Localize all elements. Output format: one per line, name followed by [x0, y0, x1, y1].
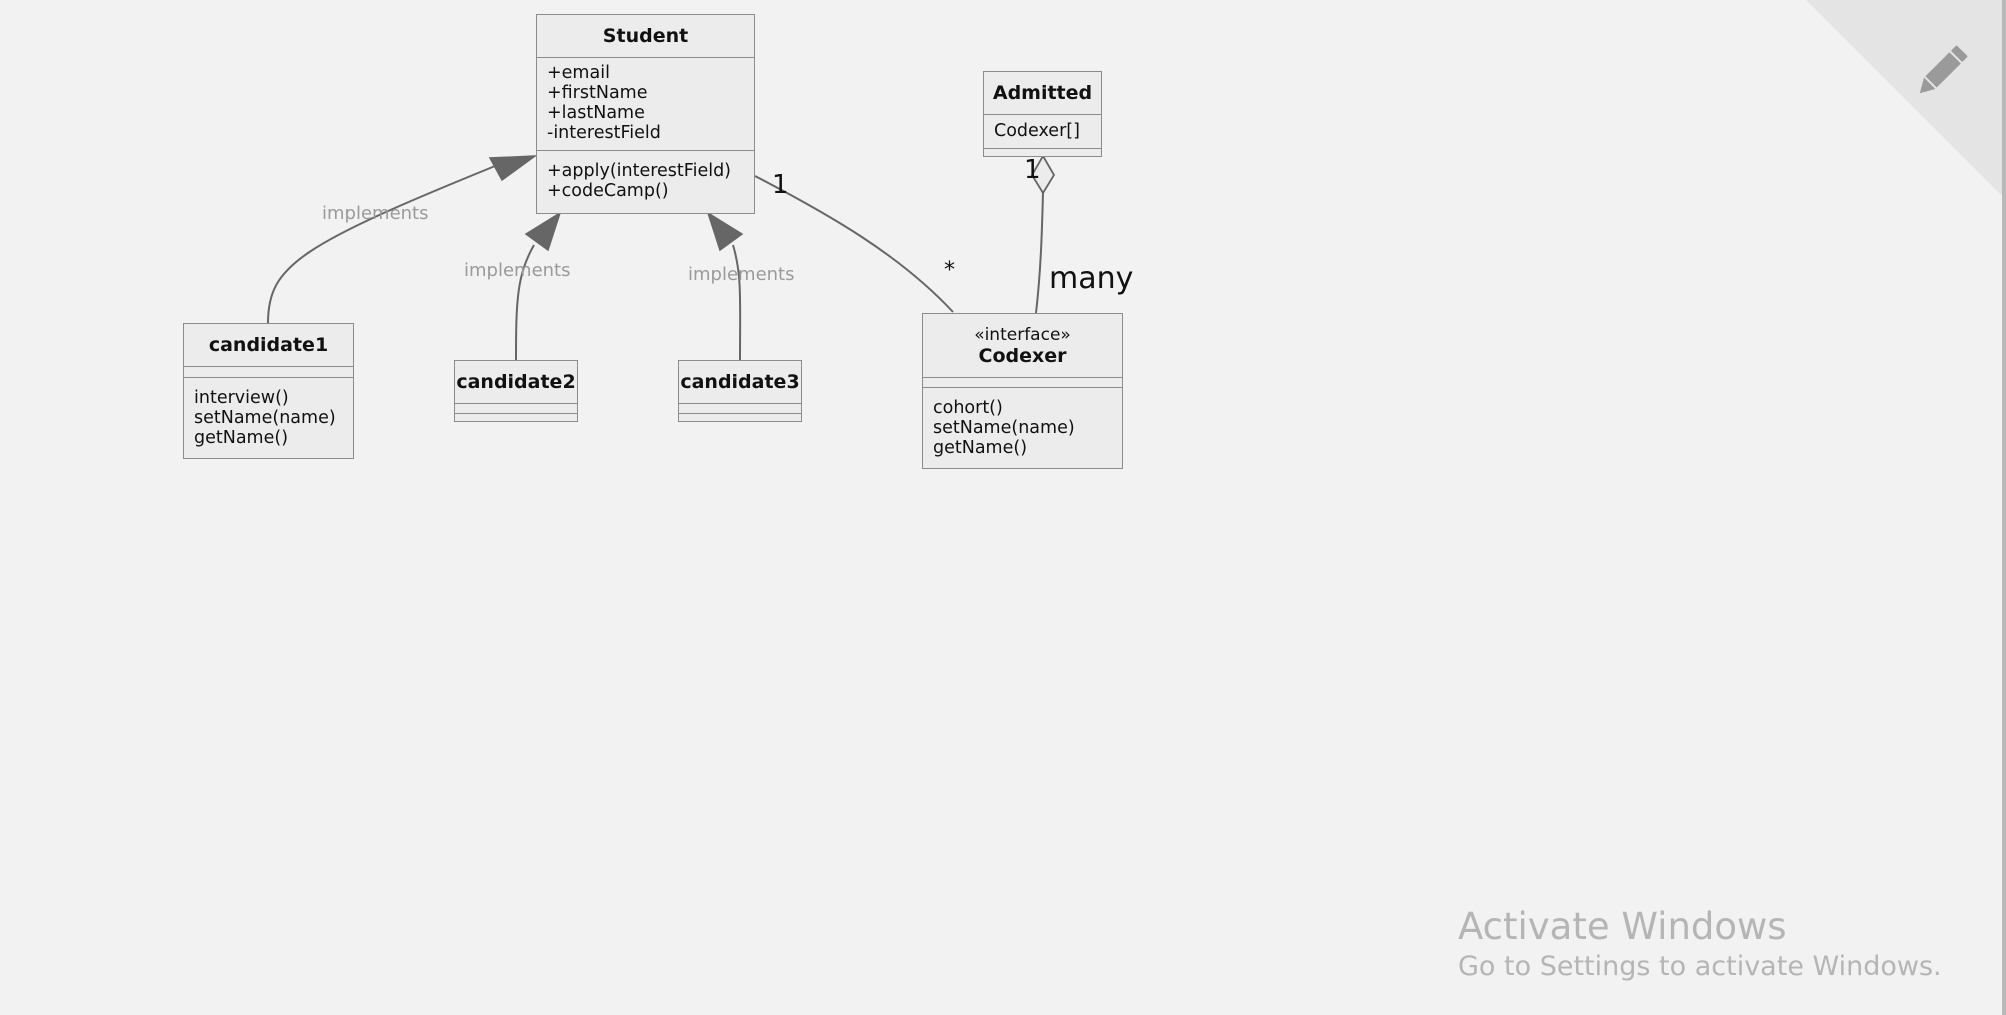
edit-button[interactable]: [1806, 0, 2006, 200]
attributes-section: +email +firstName +lastName -interestFie…: [537, 58, 754, 150]
edge-admitted-codexer-aggregation[interactable]: [1035, 191, 1044, 314]
multiplicity-student-end: 1: [772, 170, 789, 200]
attribute: +email: [547, 63, 610, 83]
class-candidate3[interactable]: candidate3: [678, 360, 802, 422]
methods-section: +apply(interestField) +codeCamp(): [537, 150, 754, 201]
multiplicity-codexer-many: many: [1049, 261, 1134, 296]
edge-candidate1-implements-student[interactable]: [267, 161, 506, 324]
edge-student-codexer-association[interactable]: [754, 175, 954, 313]
edge-candidate2-implements-student[interactable]: [515, 244, 535, 361]
class-candidate2[interactable]: candidate2: [454, 360, 578, 422]
method: getName(): [933, 438, 1028, 458]
class-header: «interface» Codexer: [923, 314, 1122, 378]
multiplicity-admitted-end: 1: [1024, 155, 1041, 185]
attribute: +lastName: [547, 103, 645, 123]
class-name: candidate1: [184, 324, 353, 367]
class-admitted[interactable]: Admitted Codexer[]: [983, 71, 1102, 157]
class-name: Student: [537, 15, 754, 58]
implements-arrowhead-candidate2: [524, 211, 562, 252]
activate-windows-watermark: Activate Windows Go to Settings to activ…: [1458, 904, 1942, 984]
edge-label-implements: implements: [464, 260, 571, 281]
method: +codeCamp(): [547, 181, 669, 201]
attributes-section: [923, 378, 1122, 387]
class-name: candidate3: [679, 361, 801, 404]
attributes-section: [679, 404, 801, 413]
attribute: +firstName: [547, 83, 648, 103]
attribute: Codexer[]: [994, 121, 1080, 141]
implements-arrowhead-candidate1: [488, 155, 538, 182]
method: setName(name): [194, 408, 336, 428]
watermark-subtitle: Go to Settings to activate Windows.: [1458, 951, 1942, 982]
attribute: -interestField: [547, 123, 661, 143]
methods-section: [455, 413, 577, 421]
pencil-icon: [1919, 45, 1968, 94]
vertical-scrollbar[interactable]: [2002, 0, 2006, 1015]
class-name: Codexer: [978, 344, 1067, 367]
method: +apply(interestField): [547, 161, 732, 181]
implements-arrowhead-candidate3: [706, 211, 744, 252]
methods-section: [679, 413, 801, 421]
class-candidate1[interactable]: candidate1 interview() setName(name) get…: [183, 323, 354, 459]
method: setName(name): [933, 418, 1075, 438]
attributes-section: [455, 404, 577, 413]
edge-label-implements: implements: [322, 203, 429, 224]
methods-section: [984, 148, 1101, 156]
class-student[interactable]: Student +email +firstName +lastName -int…: [536, 14, 755, 214]
method: interview(): [194, 388, 289, 408]
edge-label-implements: implements: [688, 264, 795, 285]
edge-candidate3-implements-student[interactable]: [732, 244, 742, 361]
method: getName(): [194, 428, 289, 448]
class-name: Admitted: [984, 72, 1101, 115]
attributes-section: [184, 367, 353, 377]
class-name: candidate2: [455, 361, 577, 404]
multiplicity-codexer-end: *: [944, 258, 955, 283]
method: cohort(): [933, 398, 1003, 418]
watermark-title: Activate Windows: [1458, 905, 1787, 948]
stereotype: «interface»: [974, 324, 1071, 345]
methods-section: cohort() setName(name) getName(): [923, 387, 1122, 458]
methods-section: interview() setName(name) getName(): [184, 377, 353, 448]
aggregation-diamond: [1030, 154, 1056, 195]
class-codexer[interactable]: «interface» Codexer cohort() setName(nam…: [922, 313, 1123, 469]
attributes-section: Codexer[]: [984, 115, 1101, 148]
